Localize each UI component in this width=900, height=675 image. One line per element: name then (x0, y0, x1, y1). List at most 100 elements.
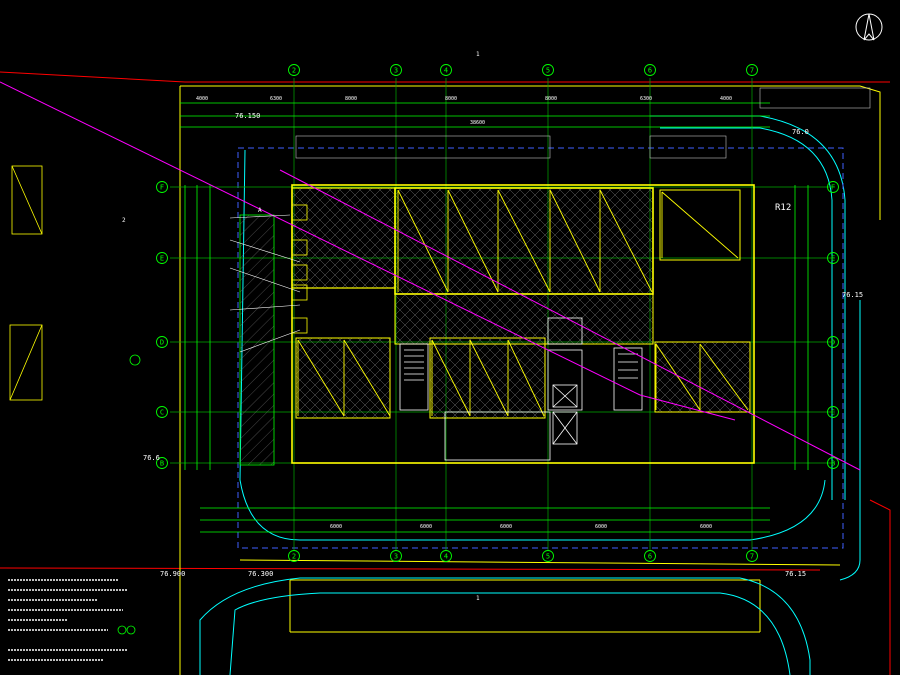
dim-b-3: 6000 (500, 524, 512, 530)
axis-label-right: E (831, 255, 835, 263)
bay-diagonal (507, 339, 545, 417)
road-lines (199, 115, 861, 675)
axis-label-bottom: 7 (750, 553, 754, 561)
grid-side-label: 2 (122, 217, 126, 224)
bay-diagonal (549, 189, 601, 293)
axis-label-bottom: 5 (546, 553, 550, 561)
section-mark-bottom: 1 (476, 595, 480, 602)
dim-1: 4000 (196, 96, 208, 102)
elev-right-mid: 76.15 (842, 291, 863, 299)
dim-6: 6300 (640, 96, 652, 102)
axis-label-right: C (831, 409, 835, 417)
bay-diagonal (397, 189, 449, 293)
north-arrow-icon (855, 13, 883, 41)
building-body (291, 184, 755, 464)
small-a-label: A (258, 207, 262, 214)
axis-bubble-bottom: 3 (390, 550, 402, 562)
axis-bubble-bottom: 5 (542, 550, 554, 562)
axis-bubble-top: 5 (542, 64, 554, 76)
small-rooms-left (291, 204, 308, 334)
axis-label-left: C (160, 409, 164, 417)
axis-label-left: E (160, 255, 164, 263)
bay-diagonal (655, 343, 701, 411)
axis-bubble-top: 6 (644, 64, 656, 76)
axis-bubble-right: F (827, 181, 839, 193)
lobby (444, 411, 551, 461)
bay-diagonal (699, 343, 749, 411)
elev-bottom-left: 76.900 (160, 570, 185, 578)
bay-diagonal (447, 189, 499, 293)
bay-diagonal (343, 339, 391, 417)
axis-label-left: D (160, 339, 164, 347)
room-diagonals (297, 189, 749, 417)
site-boundary (0, 71, 891, 675)
axis-bubble-bottom: 4 (440, 550, 452, 562)
dim-total: 38600 (470, 120, 485, 126)
axis-label-top: 2 (292, 67, 296, 75)
axis-bubble-left: D (156, 336, 168, 348)
dimension-lines-right (794, 185, 809, 470)
bay-diagonal (661, 191, 739, 259)
dim-7: 4000 (720, 96, 732, 102)
dimension-lines-bottom (200, 507, 770, 533)
dimension-texts-top: 4000 6300 8000 8000 8000 6300 4000 38600 (196, 96, 732, 126)
bay-diagonal (431, 339, 471, 417)
bay-diagonal (297, 339, 345, 417)
axis-label-bottom: 3 (394, 553, 398, 561)
parking-strip-top (295, 87, 871, 159)
axis-label-right: F (831, 184, 835, 192)
axis-label-left: B (160, 460, 164, 468)
axis-label-top: 7 (750, 67, 754, 75)
elevation-marks: 76.150 76.0 76.15 76.6 76.900 76.300 76.… (143, 112, 863, 578)
elev-top-left: 76.150 (235, 112, 260, 120)
axis-label-top: 3 (394, 67, 398, 75)
axis-label-left: F (160, 184, 164, 192)
axis-bubble-left: E (156, 252, 168, 264)
bay-diagonal (599, 189, 653, 293)
axis-label-bottom: 4 (444, 553, 448, 561)
axis-label-top: 6 (648, 67, 652, 75)
axis-bubble-bottom: 7 (746, 550, 758, 562)
dim-b-2: 6000 (420, 524, 432, 530)
axis-bubble-left: F (156, 181, 168, 193)
elev-bottom-mid-left: 76.300 (248, 570, 273, 578)
dim-b-4: 6000 (595, 524, 607, 530)
elev-left-mid: 76.6 (143, 454, 160, 462)
radius-label: R12 (775, 203, 791, 213)
axis-bubble-bottom: 2 (288, 550, 300, 562)
detail-boxes-left (9, 165, 43, 401)
axis-bubble-top: 3 (390, 64, 402, 76)
section-mark-top: 1 (476, 51, 480, 58)
axis-bubble-left: C (156, 406, 168, 418)
axis-label-bottom: 6 (648, 553, 652, 561)
dim-4: 8000 (445, 96, 457, 102)
dim-3: 8000 (345, 96, 357, 102)
axis-bubble-top: 4 (440, 64, 452, 76)
dim-5: 8000 (545, 96, 557, 102)
axis-label-right: B (831, 460, 835, 468)
bay-diagonal (497, 189, 551, 293)
axis-bubble-bottom: 6 (644, 550, 656, 562)
elev-bottom-right: 76.15 (785, 570, 806, 578)
stair-cores (399, 317, 643, 445)
dim-2: 6300 (270, 96, 282, 102)
axis-label-right: D (831, 339, 835, 347)
axis-label-top: 4 (444, 67, 448, 75)
legend-symbols (117, 354, 141, 635)
magenta-lines (0, 81, 861, 471)
dim-b-1: 6000 (330, 524, 342, 530)
axis-bubble-left: B (156, 457, 168, 469)
dim-b-5: 6000 (700, 524, 712, 530)
general-notes (8, 579, 128, 661)
axis-bubble-top: 2 (288, 64, 300, 76)
dimension-lines-top (180, 102, 770, 128)
axis-bubble-right: C (827, 406, 839, 418)
axis-bubble-right: B (827, 457, 839, 469)
axis-bubble-right: E (827, 252, 839, 264)
dimension-texts-bottom: 6000 6000 6000 6000 6000 (330, 524, 712, 530)
setback-line (237, 147, 844, 549)
axis-bubble-top: 7 (746, 64, 758, 76)
elev-top-right: 76.0 (792, 128, 809, 136)
